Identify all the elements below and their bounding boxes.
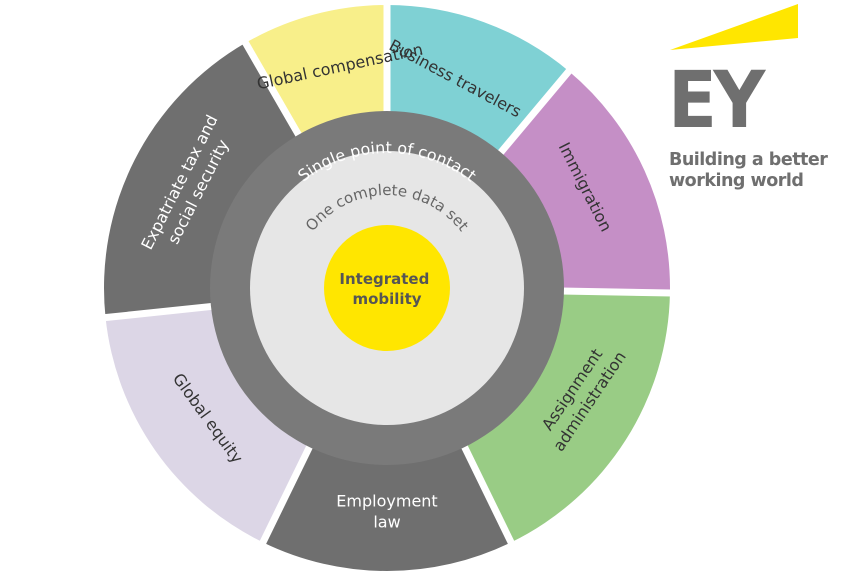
- segment-label-employment-law: Employment law: [336, 492, 437, 532]
- segment-employment-law: [262, 446, 512, 571]
- segment-assignment-administration: [464, 291, 670, 543]
- segment-separator: [103, 302, 215, 322]
- segment-separator: [258, 442, 314, 546]
- ey-logo-letters: EY: [668, 56, 765, 146]
- center-label: Integrated mobility: [339, 270, 434, 308]
- segment-expatriate-tax: [103, 42, 299, 318]
- segment-business-travelers: [387, 5, 569, 154]
- segment-label-line: law: [373, 513, 400, 532]
- segment-immigration: [500, 71, 671, 293]
- segment-separator: [560, 287, 673, 297]
- outer-segments: [103, 3, 673, 571]
- segment-label-line: Employment: [336, 492, 437, 511]
- tagline-line: working world: [669, 171, 804, 191]
- segment-separator: [241, 39, 304, 140]
- tagline-line: Building a better: [669, 150, 828, 170]
- ey-logo: EY Building a better working world: [668, 0, 843, 200]
- segment-separator: [460, 442, 516, 546]
- segment-global-equity: [105, 306, 310, 543]
- segment-separator: [496, 67, 573, 157]
- ey-logo-mark: [670, 4, 798, 50]
- ey-tagline: Building a better working world: [669, 150, 828, 192]
- center-disc: [324, 225, 450, 351]
